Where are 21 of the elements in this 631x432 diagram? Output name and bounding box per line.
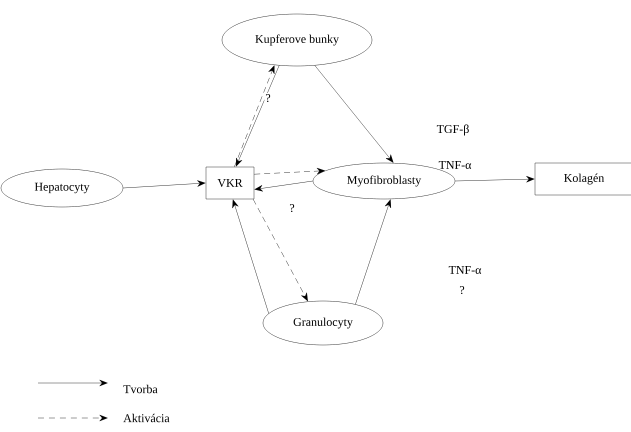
annotation: ?: [460, 286, 464, 294]
ellipse-node: Kupferove bunky: [222, 14, 372, 66]
process-box: Kolagén: [534, 162, 631, 196]
arrow: [455, 176, 534, 182]
arrow: [254, 168, 326, 174]
arrow: [355, 199, 392, 304]
legend-text: Aktivácia: [123, 414, 170, 422]
ellipse-node: Hepatocyty: [0, 168, 124, 208]
edge-label: ?: [264, 92, 272, 104]
arrow: [252, 199, 308, 302]
annotation: TNF-α: [448, 266, 482, 274]
process-box: VKR: [206, 166, 254, 200]
annotation: TGF-β: [436, 124, 469, 136]
arrow: [254, 180, 313, 192]
arrow: [314, 65, 394, 163]
edge-label: ?: [288, 202, 296, 214]
arrow: [123, 180, 206, 188]
annotation: TNF-α: [438, 161, 472, 169]
arrow: [232, 200, 269, 314]
ellipse-node: Granulocyty: [262, 300, 384, 346]
legend-text: Tvorba: [123, 384, 158, 394]
